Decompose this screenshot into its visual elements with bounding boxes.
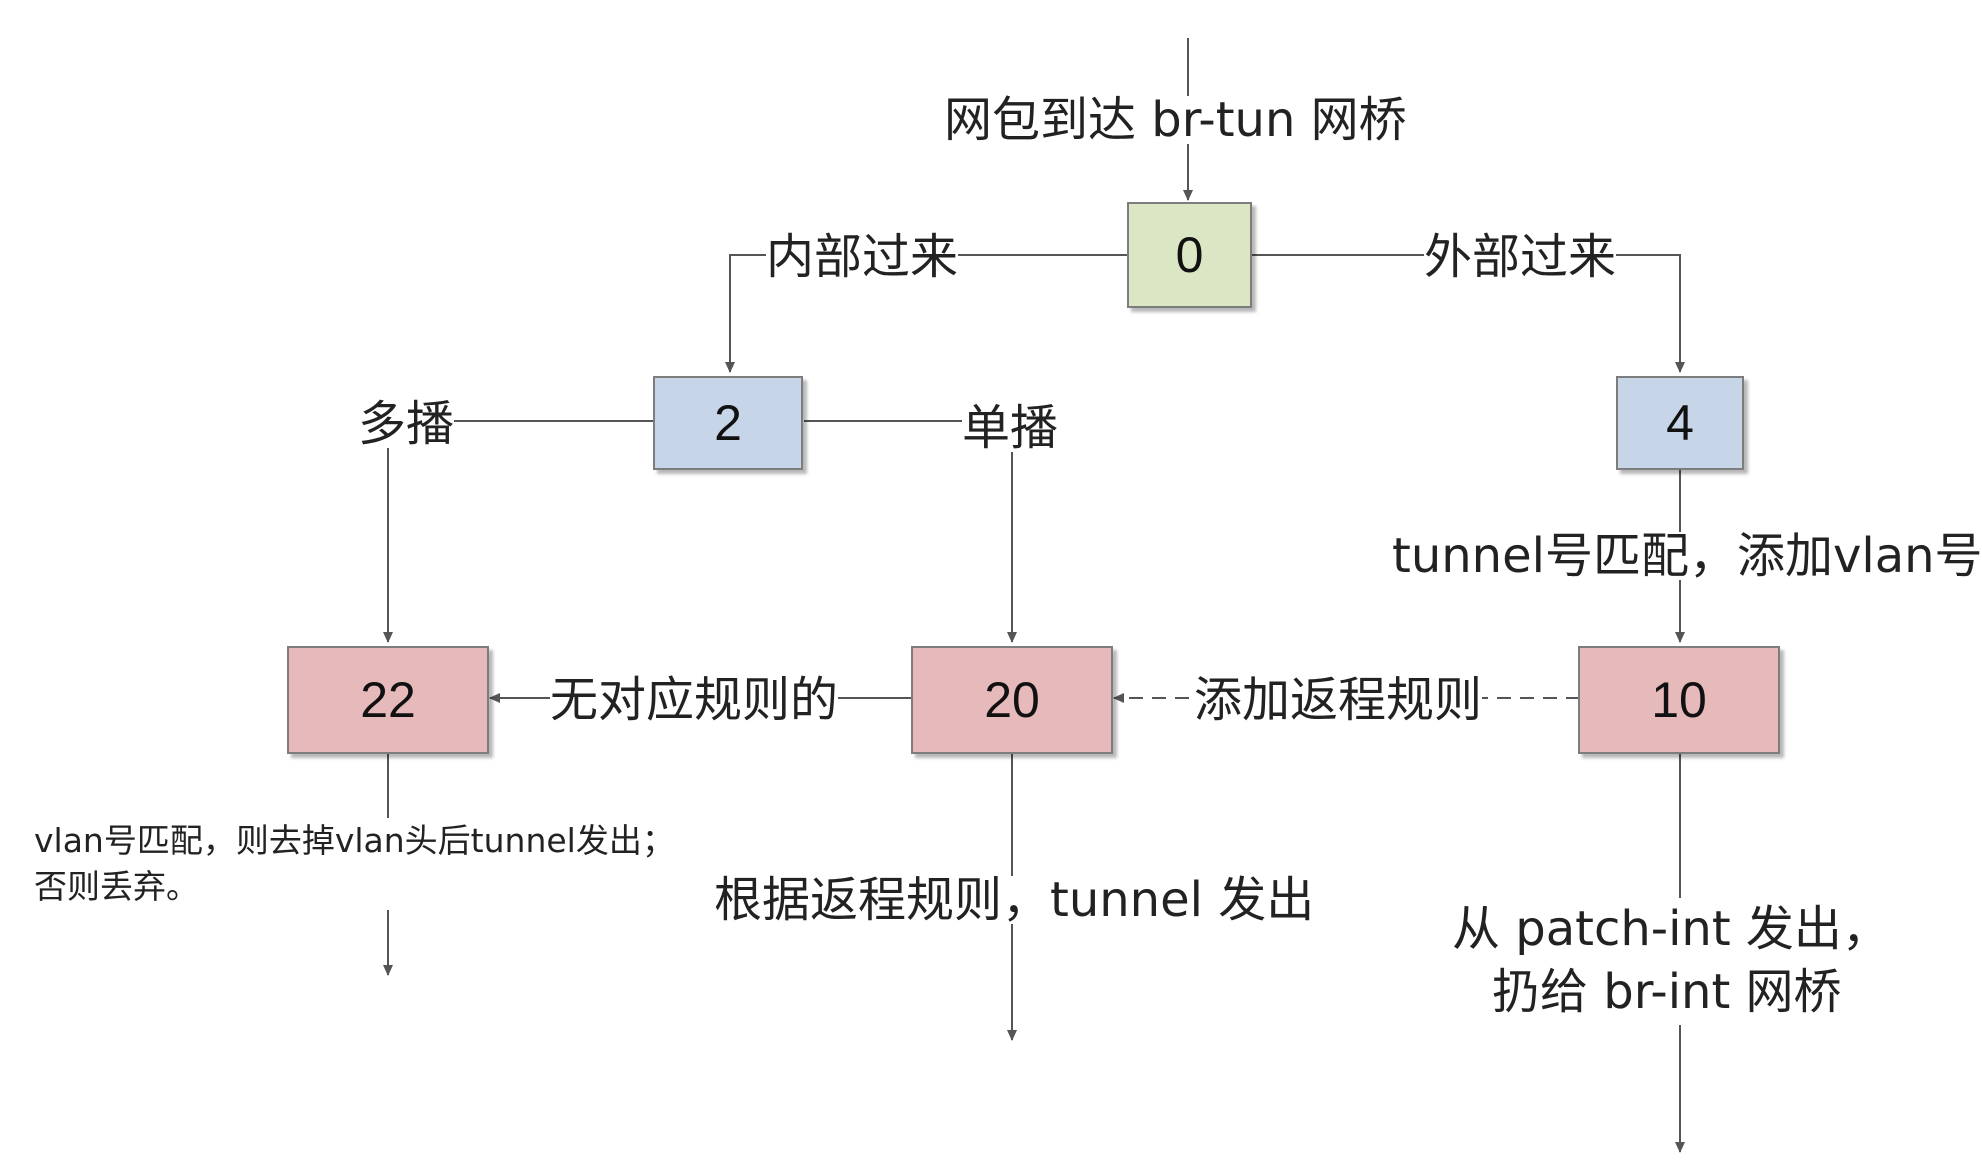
table-22-action-text: vlan号匹配，则去掉vlan头后tunnel发出； 否则丢弃。 <box>34 818 675 911</box>
from-outside-label: 外部过来 <box>1424 229 1617 285</box>
table-4-label: 4 <box>1666 395 1694 451</box>
table-0-label: 0 <box>1175 227 1204 283</box>
no-rule-label: 无对应规则的 <box>550 672 839 728</box>
table-22-label: 22 <box>360 672 416 728</box>
table-10-label: 10 <box>1651 672 1707 728</box>
table-0-box: 0 <box>1127 202 1252 308</box>
add-return-rule-label: 添加返程规则 <box>1194 672 1483 728</box>
table-10-action-line2: 扔给 br-int 网桥 <box>1492 964 1842 1021</box>
arrive-label: 网包到达 br-tun 网桥 <box>944 92 1407 148</box>
table-20-label: 20 <box>984 672 1040 728</box>
table-10-action-text: 从 patch-int 发出， 扔给 br-int 网桥 <box>1452 898 1890 1025</box>
unicast-label: 单播 <box>962 400 1059 456</box>
table-22-action-line1: vlan号匹配，则去掉vlan头后tunnel发出； <box>34 821 675 860</box>
table-10-box: 10 <box>1578 646 1780 754</box>
table-2-label: 2 <box>714 395 742 451</box>
arrow-0-to-2 <box>725 254 1130 373</box>
table-20-box: 20 <box>911 646 1113 754</box>
arrow-2-to-22 <box>383 420 656 643</box>
table-4-box: 4 <box>1616 376 1744 470</box>
tunnel-match-label: tunnel号匹配，添加vlan号 <box>1392 528 1982 584</box>
arrow-0-to-4 <box>1252 254 1685 373</box>
table-2-box: 2 <box>653 376 803 470</box>
multicast-label: 多播 <box>358 396 455 452</box>
table-22-action-line2: 否则丢弃。 <box>34 867 199 907</box>
table-10-action-line1: 从 patch-int 发出， <box>1452 901 1890 957</box>
table-22-box: 22 <box>287 646 489 754</box>
from-inside-label: 内部过来 <box>766 229 959 285</box>
table-20-action-text: 根据返程规则，tunnel 发出 <box>714 872 1315 928</box>
